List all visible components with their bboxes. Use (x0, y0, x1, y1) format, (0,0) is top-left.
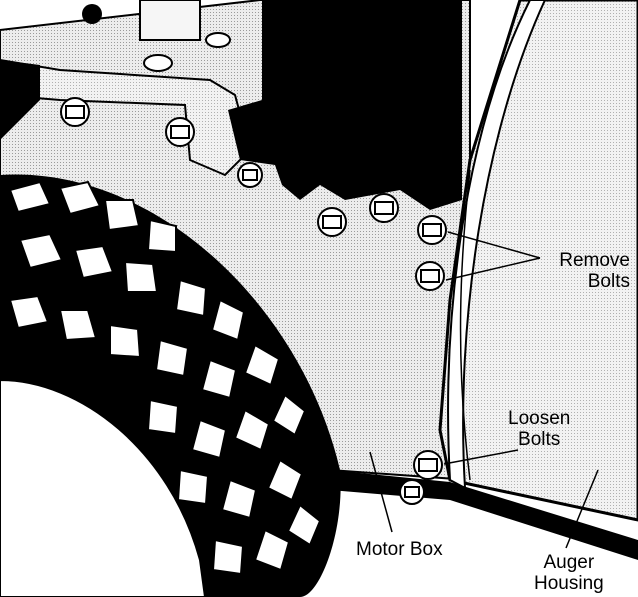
bracket-rivet (82, 4, 102, 24)
bracket-hole (205, 32, 231, 48)
bolt (165, 117, 195, 147)
auger-housing-seam (459, 169, 471, 481)
leader-lines (369, 231, 599, 549)
bolt (399, 479, 425, 505)
bracket-block (139, 0, 201, 41)
bolt (415, 261, 445, 291)
bolt (317, 207, 347, 237)
motor-box-label: Motor Box (356, 539, 443, 560)
tire (0, 174, 341, 597)
bolt (413, 450, 443, 480)
bracket-hole (143, 54, 173, 72)
bolt (369, 193, 399, 223)
leader-loosen-bolt (443, 449, 519, 465)
leader-motor-box (369, 451, 393, 533)
motor-block (228, 0, 462, 210)
bolt (237, 162, 263, 188)
remove-bolts-label: Remove Bolts (559, 250, 630, 292)
leader-auger-housing (565, 469, 599, 549)
leader-remove-bolt-1 (447, 231, 541, 259)
auger-housing-label: Auger Housing (534, 552, 604, 594)
tire-treads (8, 180, 322, 576)
left-dark-bracket (0, 60, 40, 140)
bolt (417, 215, 447, 245)
leader-remove-bolt-2 (445, 257, 541, 281)
loosen-bolts-label: Loosen Bolts (508, 408, 571, 450)
bolt (60, 97, 90, 127)
bolt-group (60, 97, 447, 505)
